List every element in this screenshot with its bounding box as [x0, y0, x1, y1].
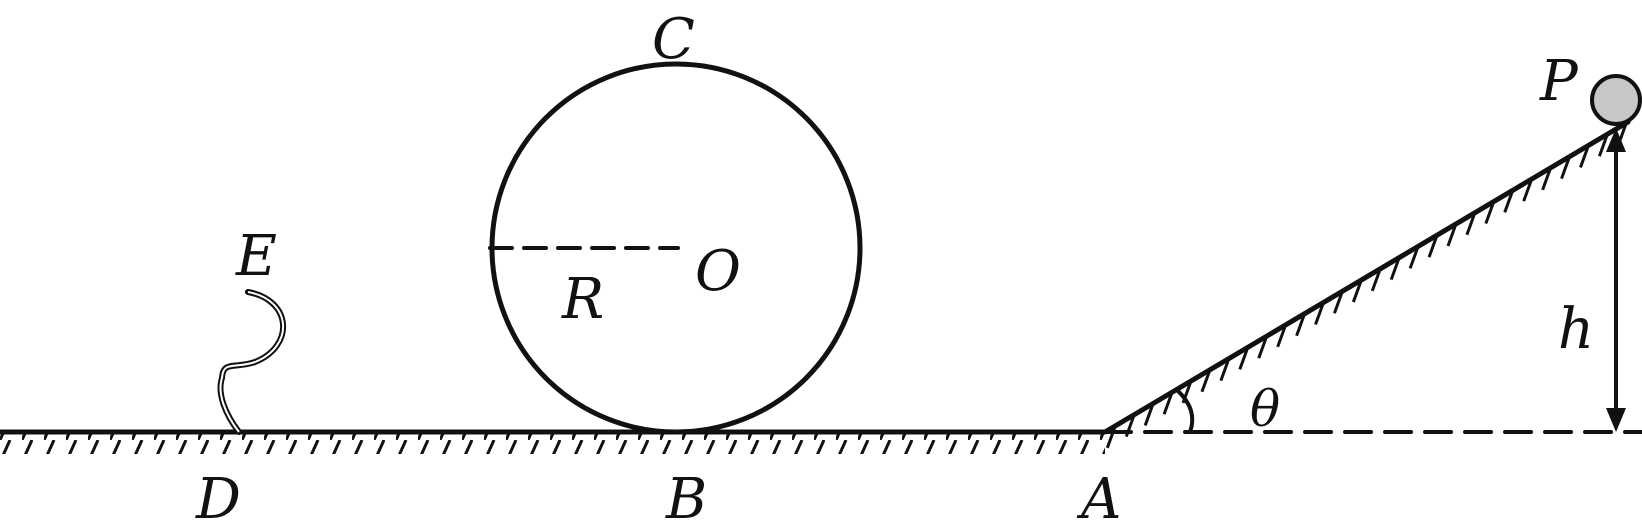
label-e: E — [235, 224, 277, 289]
incline-hatch-mark — [1427, 234, 1439, 258]
incline-hatch-mark — [1105, 425, 1117, 449]
incline — [1102, 119, 1631, 449]
ground-hatching — [0, 432, 1105, 454]
incline-hatch-mark — [1597, 133, 1609, 157]
label-h: h — [1558, 297, 1594, 362]
height-arrow — [1606, 128, 1626, 432]
incline-hatch-mark — [1408, 245, 1420, 269]
theta-arc — [1176, 389, 1195, 434]
incline-hatch-mark — [1314, 301, 1325, 325]
label-r: R — [561, 267, 604, 332]
label-c: C — [652, 7, 695, 72]
incline-hatch-mark — [1560, 156, 1571, 180]
hook-ed — [217, 289, 286, 435]
incline-hatch-mark — [1351, 279, 1363, 303]
incline-hatch-mark — [1370, 268, 1382, 292]
incline-hatch-mark — [1446, 223, 1458, 247]
incline-hatch-mark — [1579, 144, 1590, 168]
label-o: O — [695, 239, 741, 304]
incline-hatch-mark — [1333, 290, 1344, 314]
incline-hatch-mark — [1200, 369, 1212, 393]
incline-hatch-mark — [1295, 313, 1306, 337]
incline-hatch-mark — [1257, 335, 1269, 359]
incline-hatch-mark — [1162, 391, 1174, 415]
incline-hatch-mark — [1143, 402, 1155, 426]
label-a: A — [1076, 467, 1121, 524]
label-d: D — [195, 467, 241, 524]
incline-hatch-mark — [1465, 212, 1477, 236]
incline-hatch-mark — [1484, 201, 1496, 225]
incline-hatch-mark — [1541, 167, 1553, 191]
incline-hatch-mark — [1276, 324, 1288, 348]
label-p: P — [1539, 49, 1579, 114]
incline-hatches — [1105, 122, 1628, 449]
label-b: B — [665, 467, 707, 524]
incline-surface — [1102, 119, 1631, 435]
incline-hatch-mark — [1522, 178, 1534, 202]
incline-hatch-mark — [1503, 189, 1515, 213]
incline-hatch-mark — [1219, 358, 1231, 382]
label-theta: θ — [1250, 380, 1280, 438]
ball-p — [1590, 74, 1642, 126]
incline-hatch-mark — [1389, 257, 1401, 281]
incline-hatch-mark — [1238, 346, 1250, 370]
incline-hatch-mark — [1124, 414, 1136, 438]
